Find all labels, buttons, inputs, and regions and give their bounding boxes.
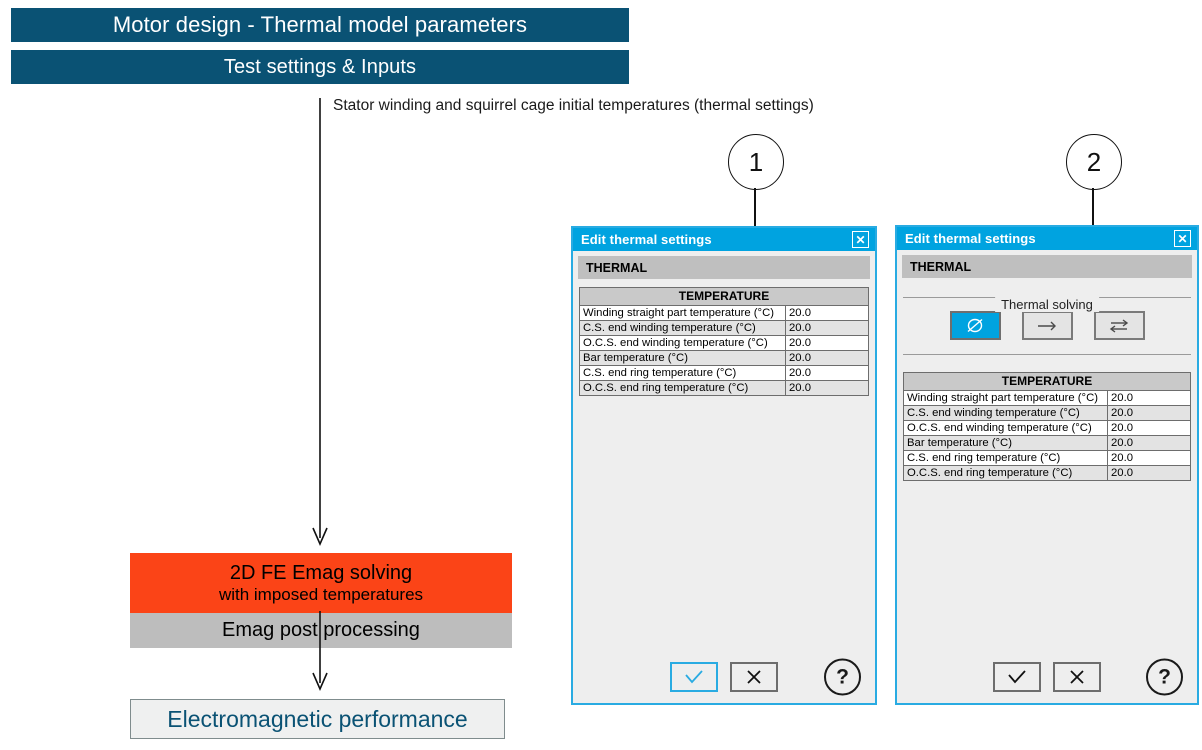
thermal-solving-legend: Thermal solving <box>995 297 1099 312</box>
thermal-solving-option-two-way[interactable] <box>1093 311 1145 340</box>
dialog-2-titlebar[interactable]: Edit thermal settings ✕ <box>897 227 1197 250</box>
row-value[interactable]: 20.0 <box>785 335 869 351</box>
row-label: C.S. end ring temperature (°C) <box>903 450 1108 466</box>
callout-leader-line-2 <box>1092 188 1094 234</box>
row-label: C.S. end winding temperature (°C) <box>903 405 1108 421</box>
dialog-2-title: Edit thermal settings <box>905 231 1036 246</box>
table-row[interactable]: C.S. end ring temperature (°C) 20.0 <box>903 450 1191 466</box>
thermal-solving-options <box>903 298 1191 354</box>
two-way-arrow-icon <box>1109 318 1129 333</box>
row-value[interactable]: 20.0 <box>1107 405 1191 421</box>
dialog-1-title: Edit thermal settings <box>581 232 712 247</box>
callout-leader-line-1 <box>754 188 756 235</box>
row-value[interactable]: 20.0 <box>1107 465 1191 481</box>
flow-arrow-short <box>312 611 328 691</box>
row-value[interactable]: 20.0 <box>1107 390 1191 406</box>
table-row[interactable]: Winding straight part temperature (°C) 2… <box>579 305 869 321</box>
flow-arrow-long <box>312 98 328 546</box>
flow-box-electromagnetic-performance: Electromagnetic performance <box>130 699 505 739</box>
row-value[interactable]: 20.0 <box>785 380 869 396</box>
table-row[interactable]: C.S. end ring temperature (°C) 20.0 <box>579 365 869 381</box>
flow-box-emag-line2: with imposed temperatures <box>218 584 424 604</box>
cancel-button[interactable] <box>730 662 778 692</box>
page-subtitle-text: Test settings & Inputs <box>223 55 417 78</box>
row-value[interactable]: 20.0 <box>785 350 869 366</box>
no-thermal-icon <box>967 318 983 333</box>
row-value[interactable]: 20.0 <box>785 305 869 321</box>
table-row[interactable]: O.C.S. end winding temperature (°C) 20.0 <box>579 335 869 351</box>
thermal-solving-group: Thermal solving <box>903 297 1191 355</box>
callout-marker-1: 1 <box>728 134 784 190</box>
temperature-table-1-header: TEMPERATURE <box>579 287 869 306</box>
group-divider-bottom <box>903 354 1191 355</box>
temperature-table-1: TEMPERATURE Winding straight part temper… <box>579 287 869 396</box>
dialog-1-body: TEMPERATURE Winding straight part temper… <box>573 279 875 651</box>
table-row[interactable]: Bar temperature (°C) 20.0 <box>579 350 869 366</box>
cancel-button[interactable] <box>1053 662 1101 692</box>
row-label: O.C.S. end ring temperature (°C) <box>579 380 786 396</box>
row-value[interactable]: 20.0 <box>1107 435 1191 451</box>
tab-thermal[interactable]: THERMAL <box>910 259 972 274</box>
row-label: O.C.S. end winding temperature (°C) <box>579 335 786 351</box>
check-icon <box>1008 670 1026 684</box>
tab-thermal[interactable]: THERMAL <box>586 260 648 275</box>
ok-button[interactable] <box>670 662 718 692</box>
dialog-2-body: Thermal solving <box>897 278 1197 651</box>
callout-marker-2: 2 <box>1066 134 1122 190</box>
flow-box-emag-post-processing: Emag post processing <box>130 613 512 648</box>
thermal-solving-option-none[interactable] <box>949 311 1001 340</box>
page-title: Motor design - Thermal model parameters <box>11 8 629 42</box>
callout-marker-1-label: 1 <box>748 146 764 177</box>
row-label: Bar temperature (°C) <box>579 350 786 366</box>
edit-thermal-settings-dialog-1: Edit thermal settings ✕ THERMAL TEMPERAT… <box>571 226 877 705</box>
flow-caption: Stator winding and squirrel cage initial… <box>333 97 814 114</box>
cross-icon <box>1070 670 1084 684</box>
dialog-1-tabbar: THERMAL <box>578 256 870 279</box>
flow-box-emag-line1: 2D FE Emag solving <box>229 562 413 585</box>
page-subtitle: Test settings & Inputs <box>11 50 629 84</box>
cross-icon <box>747 670 761 684</box>
table-row[interactable]: C.S. end winding temperature (°C) 20.0 <box>903 405 1191 421</box>
row-label: O.C.S. end ring temperature (°C) <box>903 465 1108 481</box>
dialog-1-titlebar[interactable]: Edit thermal settings ✕ <box>573 228 875 251</box>
help-icon[interactable]: ? <box>824 658 861 696</box>
table-row[interactable]: Bar temperature (°C) 20.0 <box>903 435 1191 451</box>
row-value[interactable]: 20.0 <box>785 320 869 336</box>
row-value[interactable]: 20.0 <box>785 365 869 381</box>
help-icon[interactable]: ? <box>1146 658 1183 696</box>
table-row[interactable]: O.C.S. end winding temperature (°C) 20.0 <box>903 420 1191 436</box>
one-way-arrow-icon <box>1038 321 1056 330</box>
close-icon[interactable]: ✕ <box>1174 230 1191 247</box>
ok-button[interactable] <box>993 662 1041 692</box>
flow-box-emag-solving: 2D FE Emag solving with imposed temperat… <box>130 553 512 613</box>
dialog-1-footer: ? <box>573 651 875 703</box>
row-label: C.S. end ring temperature (°C) <box>579 365 786 381</box>
row-value[interactable]: 20.0 <box>1107 450 1191 466</box>
table-row[interactable]: O.C.S. end ring temperature (°C) 20.0 <box>579 380 869 396</box>
table-row[interactable]: Winding straight part temperature (°C) 2… <box>903 390 1191 406</box>
check-icon <box>685 670 703 684</box>
row-label: Winding straight part temperature (°C) <box>903 390 1108 406</box>
table-row[interactable]: C.S. end winding temperature (°C) 20.0 <box>579 320 869 336</box>
row-label: Bar temperature (°C) <box>903 435 1108 451</box>
temperature-table-2-header: TEMPERATURE <box>903 372 1191 391</box>
row-label: C.S. end winding temperature (°C) <box>579 320 786 336</box>
row-label: O.C.S. end winding temperature (°C) <box>903 420 1108 436</box>
edit-thermal-settings-dialog-2: Edit thermal settings ✕ THERMAL Thermal … <box>895 225 1199 705</box>
thermal-solving-option-one-way[interactable] <box>1021 311 1073 340</box>
dialog-2-footer: ? <box>897 651 1197 703</box>
table-row[interactable]: O.C.S. end ring temperature (°C) 20.0 <box>903 465 1191 481</box>
dialog-2-tabbar: THERMAL <box>902 255 1192 278</box>
close-icon[interactable]: ✕ <box>852 231 869 248</box>
row-value[interactable]: 20.0 <box>1107 420 1191 436</box>
page-title-text: Motor design - Thermal model parameters <box>112 12 528 37</box>
callout-marker-2-label: 2 <box>1086 146 1102 177</box>
temperature-table-2: TEMPERATURE Winding straight part temper… <box>903 372 1191 481</box>
row-label: Winding straight part temperature (°C) <box>579 305 786 321</box>
